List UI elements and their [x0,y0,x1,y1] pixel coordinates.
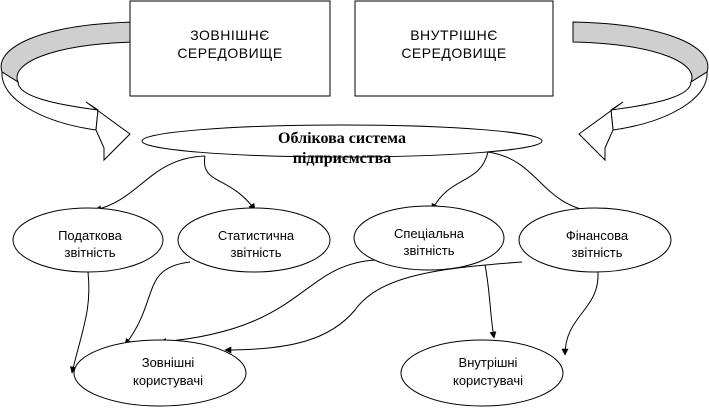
internal-environment-line1: ВНУТРІШНЄ [410,27,498,43]
external-users-node: Зовнішні користувачі [73,339,247,407]
internal-environment-box: ВНУТРІШНЄ СЕРЕДОВИЩЕ [354,0,554,97]
statistical-report-node: Статистична звітність [177,207,331,273]
external-environment-line2: СЕРЕДОВИЩЕ [177,45,282,61]
financial-report-node: Фінансова звітність [518,207,672,273]
internal-users-node: Внутрішні користувачі [400,339,564,407]
accounting-system-node: Облікова система підприємства [141,124,543,167]
connector-system-to-statistical [203,155,256,211]
tax-report-node: Податкова звітність [12,207,164,273]
external-users-line1: Зовнішні [142,355,195,370]
internal-users-line2: користувачі [453,373,523,388]
special-report-line1: Спеціальна [394,226,465,241]
tax-report-line1: Податкова [58,228,123,243]
connector-tax-to-external-users [70,271,90,374]
special-report-line2: звітність [403,243,454,258]
connector-system-to-financial [487,151,596,215]
left-curved-arrow [0,21,137,162]
right-curved-arrow [572,21,709,162]
tax-report-line2: звітність [64,245,115,260]
accounting-system-line2: підприємства [293,150,392,167]
financial-report-line1: Фінансова [566,228,629,243]
accounting-system-line1: Облікова система [278,130,406,147]
statistical-report-line1: Статистична [218,228,295,243]
special-report-node: Спеціальна звітність [353,205,505,271]
internal-users-line1: Внутрішні [459,355,518,370]
internal-environment-line2: СЕРЕДОВИЩЕ [401,45,506,61]
external-environment-line1: ЗОВНІШНЄ [190,27,270,43]
connector-financial-to-internal-users [561,271,599,356]
external-users-line2: користувачі [133,373,203,388]
connector-special-to-external-users [159,259,376,345]
connector-special-to-internal-users [484,264,497,339]
financial-report-line2: звітність [571,245,622,260]
connector-statistical-to-external-users [124,261,191,346]
statistical-report-line2: звітність [230,245,281,260]
connector-system-to-special [431,151,489,211]
external-environment-box: ЗОВНІШНЄ СЕРЕДОВИЩЕ [129,0,331,97]
connector-financial-to-external-users [224,261,523,354]
connector-system-to-tax [94,155,206,213]
